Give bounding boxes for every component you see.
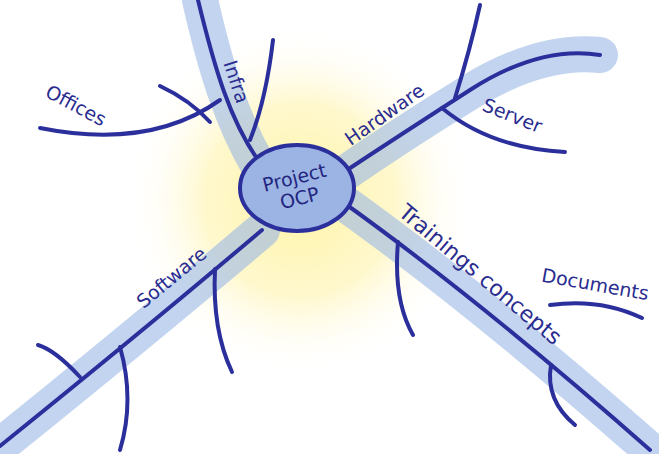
- branch-line: [397, 242, 413, 335]
- branch-line: [0, 230, 262, 446]
- branch-line: [120, 347, 128, 450]
- branch-line: [38, 345, 80, 377]
- branch-line: [550, 365, 575, 425]
- branch-line: [340, 200, 650, 450]
- branch-line: [455, 5, 480, 98]
- branch-line: [550, 303, 642, 318]
- branch-label: Offices: [42, 81, 110, 131]
- branch-line: [160, 86, 210, 122]
- blue-band: [340, 200, 650, 450]
- blue-band: [338, 54, 600, 178]
- central-circle: Project OCP: [237, 142, 357, 234]
- branch-line: [335, 53, 600, 178]
- branch-line: [215, 269, 232, 372]
- branch-label: Server: [479, 94, 545, 138]
- branch-label: Documents: [540, 265, 650, 305]
- blue-band: [0, 230, 262, 446]
- branch-line: [198, 0, 258, 160]
- branch-line: [250, 40, 273, 140]
- circle-shape: [240, 145, 354, 231]
